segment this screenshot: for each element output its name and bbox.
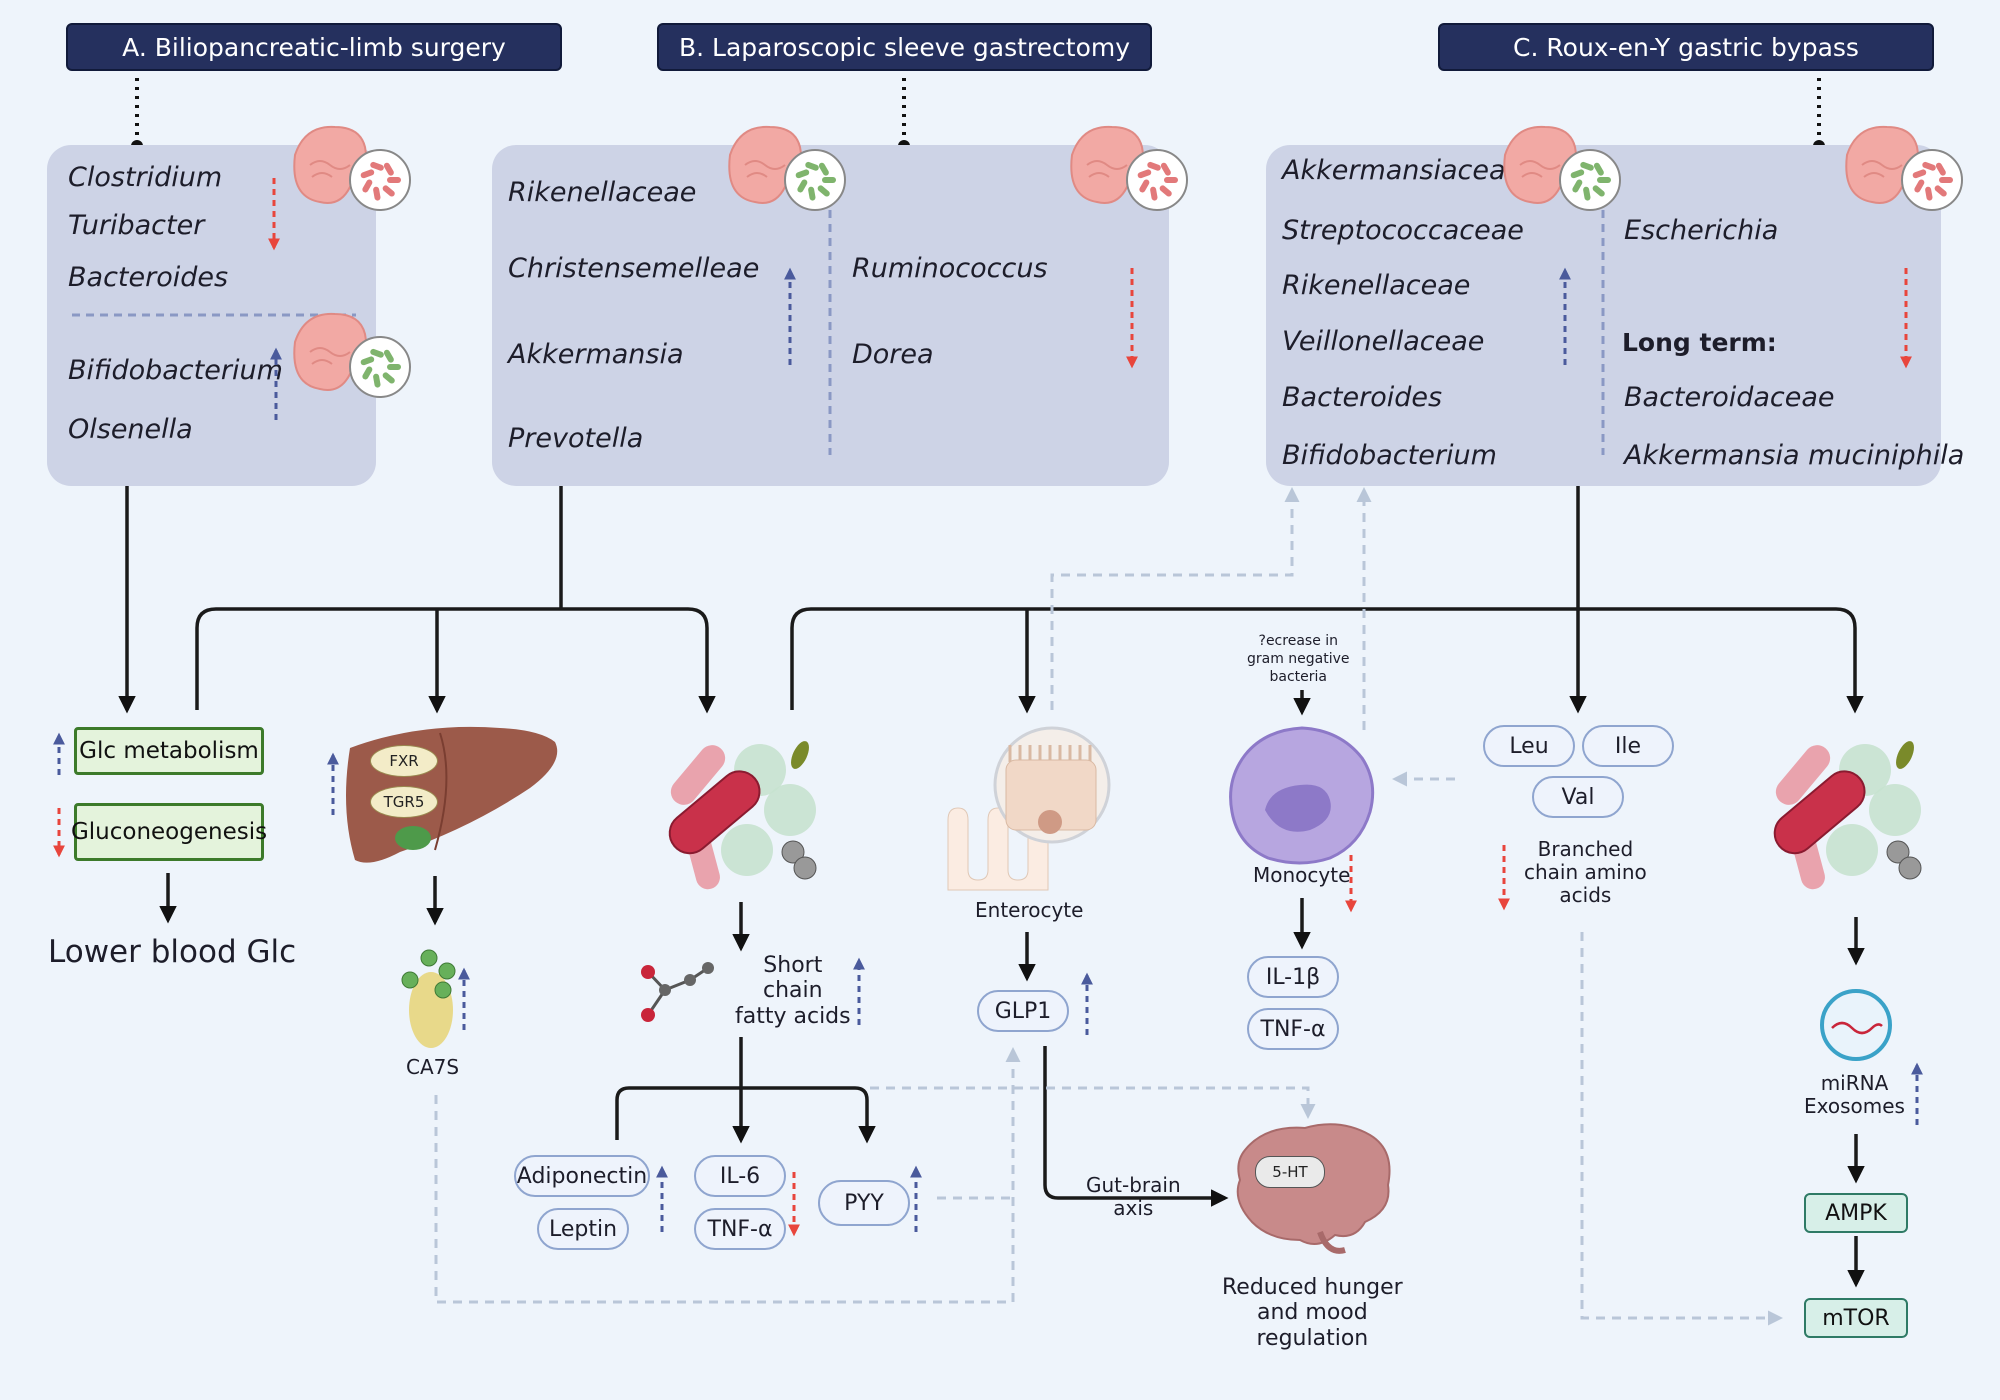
- taxon: Akkermansiaceae: [1282, 155, 1523, 186]
- scfa-label: Short chain fatty acids: [735, 953, 851, 1029]
- taxon: Akkermansia muciniphila: [1624, 440, 1965, 471]
- val-pill: Val: [1532, 776, 1624, 818]
- leptin-pill: Leptin: [537, 1208, 629, 1250]
- lower-blood-glc: Lower blood Glc: [48, 934, 297, 970]
- glp1-pill: GLP1: [977, 990, 1069, 1032]
- taxon: Ruminococcus: [852, 253, 1048, 284]
- gram-negative-note: ?ecrease in gram negative bacteria: [1247, 633, 1350, 686]
- taxon: Streptococcaceae: [1282, 215, 1524, 246]
- taxon: Escherichia: [1624, 215, 1779, 246]
- tnf-alpha-pill: TNF-α: [694, 1208, 786, 1250]
- taxon: Rikenellaceae: [508, 177, 697, 208]
- taxon: Olsenella: [68, 414, 193, 445]
- header-sleeve-gastrectomy: B. Laparoscopic sleeve gastrectomy: [657, 23, 1152, 71]
- header-roux-en-y: C. Roux-en-Y gastric bypass: [1438, 23, 1934, 71]
- header-biliopancreatic: A. Biliopancreatic-limb surgery: [66, 23, 562, 71]
- taxon: Bifidobacterium: [68, 355, 283, 386]
- reduced-hunger-label: Reduced hunger and mood regulation: [1222, 1275, 1403, 1351]
- taxon: Bacteroides: [1282, 382, 1443, 413]
- taxon: Christensemelleae: [508, 253, 760, 284]
- bcaa-label: Branched chain amino acids: [1524, 837, 1647, 907]
- mtor-box: mTOR: [1804, 1298, 1908, 1338]
- taxon: Bacteroides: [68, 262, 229, 293]
- fxr-receptor: FXR: [370, 745, 438, 777]
- monocyte-label: Monocyte: [1253, 863, 1351, 887]
- taxon: Bacteroidaceae: [1624, 382, 1835, 413]
- glc-metabolism-box: Glc metabolism: [74, 727, 264, 775]
- ile-pill: Ile: [1582, 725, 1674, 767]
- ampk-box: AMPK: [1804, 1193, 1908, 1233]
- panel-c: [1266, 145, 1941, 486]
- 5ht-marker: 5-HT: [1255, 1156, 1325, 1188]
- taxon: Turibacter: [68, 210, 205, 241]
- ca7s-label: CA7S: [406, 1055, 460, 1079]
- header-connectors: [135, 78, 1821, 140]
- taxon: Dorea: [852, 339, 934, 370]
- tnf-alpha-monocyte-pill: TNF-α: [1247, 1008, 1339, 1050]
- taxon: Bifidobacterium: [1282, 440, 1497, 471]
- taxon: Veillonellaceae: [1282, 326, 1485, 357]
- gut-brain-axis-label: Gut-brain axis: [1086, 1173, 1181, 1220]
- taxon: Clostridium: [68, 162, 223, 193]
- taxon: Rikenellaceae: [1282, 270, 1471, 301]
- taxon: Prevotella: [508, 423, 644, 454]
- long-term-label: Long term:: [1622, 328, 1777, 357]
- leu-pill: Leu: [1483, 725, 1575, 767]
- tgr5-receptor: TGR5: [370, 786, 438, 818]
- mirna-exosomes-label: miRNA Exosomes: [1804, 1071, 1905, 1118]
- il1b-pill: IL-1β: [1247, 956, 1339, 998]
- adiponectin-pill: Adiponectin: [514, 1155, 650, 1197]
- pyy-pill: PYY: [818, 1180, 910, 1226]
- gluconeogenesis-box: Gluconeogenesis: [71, 803, 267, 861]
- il6-pill: IL-6: [694, 1155, 786, 1197]
- enterocyte-label: Enterocyte: [975, 898, 1084, 922]
- taxon: Akkermansia: [508, 339, 684, 370]
